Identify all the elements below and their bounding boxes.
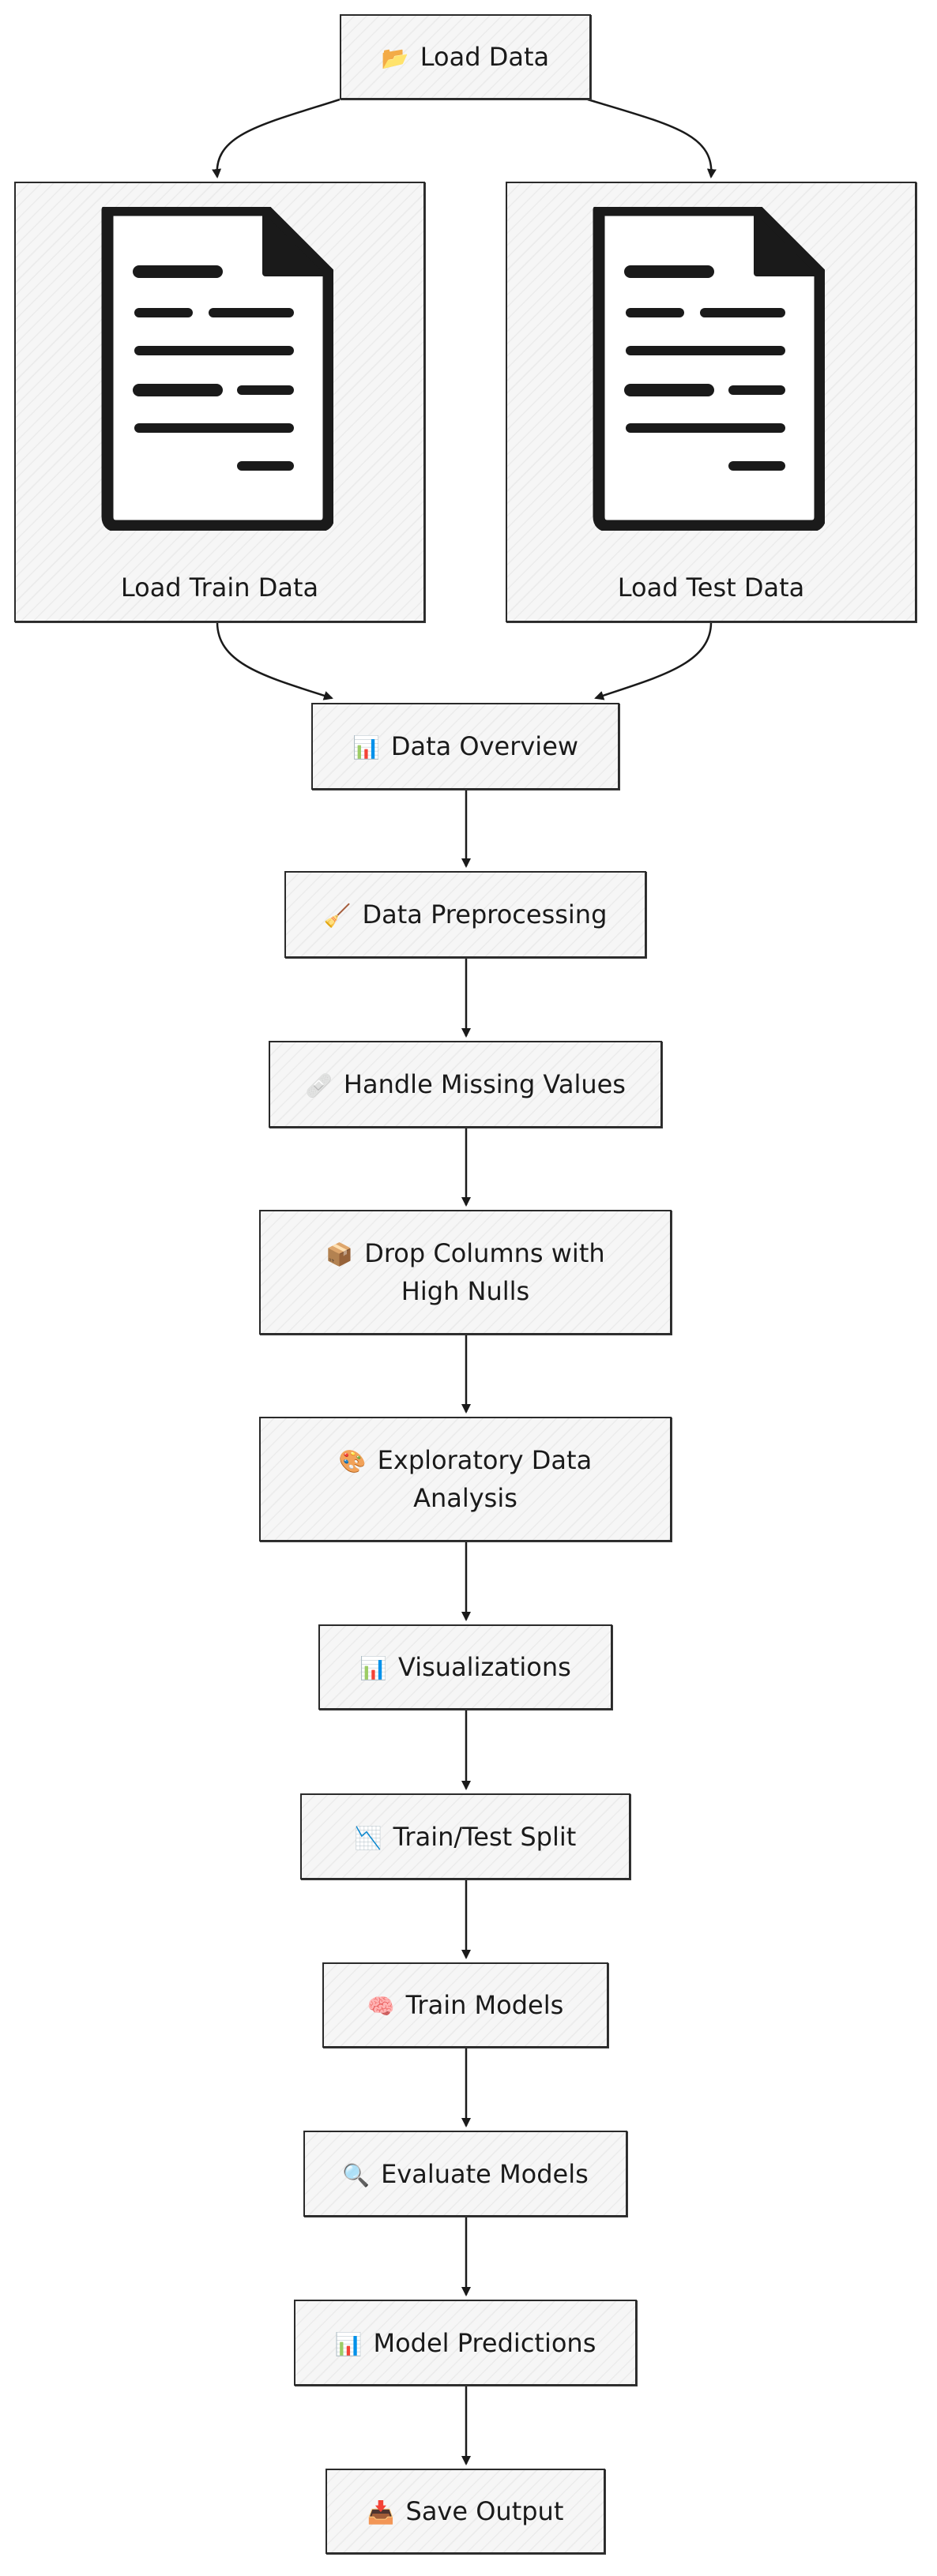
bar-chart-icon: 📊 (359, 1655, 388, 1681)
node-label: Visualizations (398, 1652, 571, 1682)
node-visualizations[interactable]: 📊 Visualizations (318, 1624, 612, 1710)
node-label: Load Train Data (120, 573, 319, 603)
node-label: Load Data (420, 42, 550, 72)
bandage-icon: 🩹 (305, 1072, 333, 1098)
node-label: Handle Missing Values (343, 1069, 626, 1099)
node-label: Load Test Data (617, 573, 805, 603)
node-save-output[interactable]: 📥 Save Output (326, 2469, 605, 2554)
edge-load-data-to-load-test (587, 98, 717, 178)
document-icon (101, 207, 333, 531)
node-data-preprocessing[interactable]: 🧹 Data Preprocessing (284, 871, 646, 958)
node-evaluate-models[interactable]: 🔍 Evaluate Models (303, 2131, 627, 2217)
node-label: Save Output (405, 2496, 564, 2526)
folder-icon: 📂 (381, 45, 409, 71)
node-label: Data Overview (390, 731, 579, 761)
chart-decreasing-icon: 📉 (354, 1824, 382, 1851)
node-data-overview[interactable]: 📊 Data Overview (311, 703, 619, 790)
node-train-models[interactable]: 🧠 Train Models (322, 1962, 608, 2048)
node-exploratory-data-analysis[interactable]: 🎨 Exploratory Data Analysis (259, 1417, 672, 1541)
node-load-train[interactable]: Load Train Data (14, 182, 425, 622)
edge-load-test-to-overview (594, 621, 713, 700)
node-label: Train/Test Split (393, 1821, 577, 1852)
node-label: Data Preprocessing (362, 899, 608, 929)
node-train-test-split[interactable]: 📉 Train/Test Split (300, 1793, 630, 1879)
broom-icon: 🧹 (323, 903, 352, 929)
bar-chart-icon: 📊 (352, 734, 380, 760)
edge-load-train-to-overview (216, 621, 333, 700)
node-label: Model Predictions (373, 2327, 596, 2358)
palette-icon: 🎨 (338, 1448, 367, 1474)
edge-load-data-to-load-train (212, 98, 341, 178)
node-label: Exploratory Data Analysis (377, 1445, 593, 1513)
node-load-data[interactable]: 📂 Load Data (340, 14, 591, 100)
node-drop-columns[interactable]: 📦 Drop Columns with High Nulls (259, 1210, 672, 1335)
inbox-tray-icon: 📥 (367, 2499, 395, 2525)
magnifier-icon: 🔍 (342, 2161, 371, 2188)
node-label: Evaluate Models (381, 2158, 589, 2189)
node-label: Drop Columns with High Nulls (364, 1238, 605, 1306)
brain-icon: 🧠 (367, 1993, 395, 2019)
node-model-predictions[interactable]: 📊 Model Predictions (294, 2300, 637, 2386)
bar-chart-icon: 📊 (334, 2330, 363, 2357)
box-icon: 📦 (326, 1241, 354, 1267)
node-label: Train Models (405, 1990, 564, 2020)
document-icon (593, 207, 825, 531)
node-load-test[interactable]: Load Test Data (506, 182, 916, 622)
node-handle-missing-values[interactable]: 🩹 Handle Missing Values (269, 1041, 662, 1128)
